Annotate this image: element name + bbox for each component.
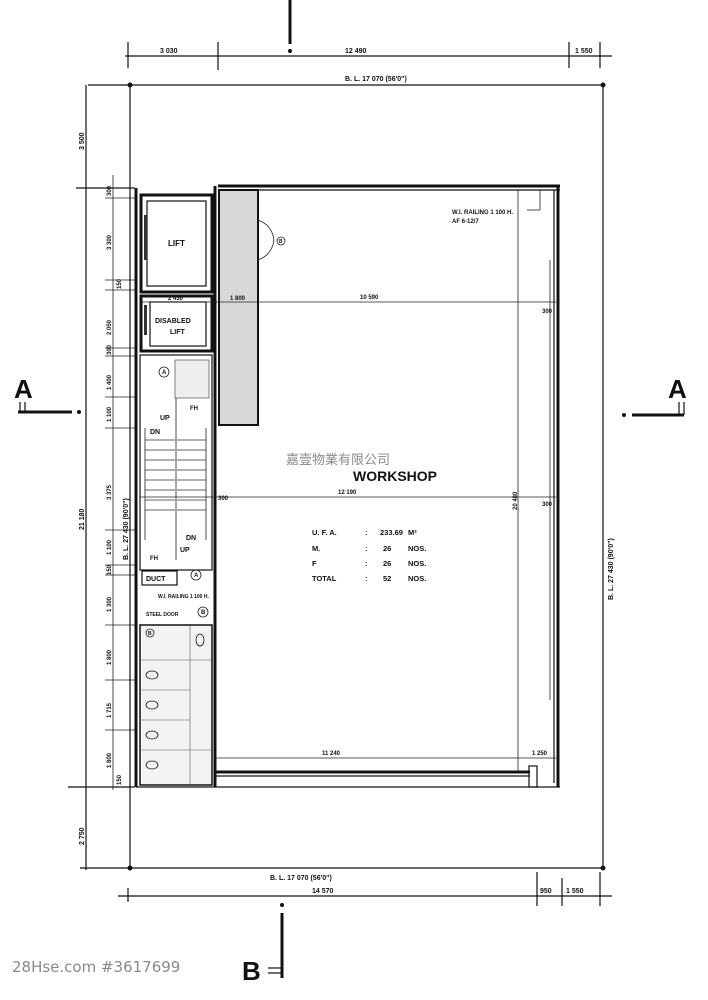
disabled-lift-shaft: DISABLED LIFT bbox=[139, 294, 214, 353]
area-row-label: M. bbox=[312, 544, 320, 553]
area-row-sep: : bbox=[365, 544, 368, 553]
section-marker-left: A bbox=[14, 374, 81, 414]
door-tag: A bbox=[162, 370, 167, 376]
core-dim: 1 100 bbox=[107, 406, 113, 422]
core-dim: 1 800 bbox=[107, 752, 113, 768]
fire-hose-label: FH bbox=[150, 556, 158, 562]
core-dim: 1 400 bbox=[107, 374, 113, 390]
lift-label: LIFT bbox=[168, 239, 185, 248]
boundary-left-label: B. L. 27 430 (90'0") bbox=[123, 498, 130, 560]
boundary-bottom-label: B. L. 17 070 (56'0") bbox=[270, 875, 332, 882]
dim-lobby: 1 800 bbox=[230, 296, 246, 302]
area-row-value: 26 bbox=[383, 559, 391, 568]
dim-bottom-3: 1 550 bbox=[566, 888, 584, 895]
section-label-bottom: B bbox=[242, 956, 261, 986]
railing-note: W.I. RAILING 1 100 H. bbox=[158, 594, 209, 600]
lift-shaft: LIFT bbox=[139, 193, 214, 294]
core-dim: 3 375 bbox=[107, 484, 113, 500]
core-dim: 1 100 bbox=[107, 539, 113, 555]
dim-height: 20 480 bbox=[513, 491, 519, 510]
core-dim: 3 300 bbox=[107, 234, 113, 250]
railing-note-ref: AF 6-12/7 bbox=[452, 219, 479, 225]
dim-top-3: 1 550 bbox=[575, 48, 593, 55]
dim-top-width: 10 590 bbox=[360, 295, 379, 301]
area-row-sep: : bbox=[365, 574, 368, 583]
left-core-dimension-chain: 300 3 300 150 2 050 300 1 400 1 100 3 37… bbox=[105, 175, 135, 790]
core-dim: 150 bbox=[117, 774, 123, 785]
section-dot bbox=[288, 49, 292, 53]
stair-up-label: UP bbox=[180, 547, 190, 554]
door-tag: B bbox=[201, 610, 206, 616]
dim-300: 300 bbox=[542, 502, 553, 508]
dim-top-2: 12 490 bbox=[345, 48, 367, 55]
door-tag: B bbox=[148, 631, 152, 637]
core-dim: 1 715 bbox=[107, 702, 113, 718]
area-row-value: 233.69 bbox=[380, 528, 403, 537]
boundary-right-label: B. L. 27 430 (90'0") bbox=[608, 538, 615, 600]
dim-mid-width: 12 190 bbox=[338, 490, 357, 496]
section-label-right: A bbox=[668, 374, 687, 404]
core-dim: 300 bbox=[107, 344, 113, 355]
area-row-sep: : bbox=[365, 559, 368, 568]
dim-300: 300 bbox=[542, 309, 553, 315]
bottom-dimension-chain: 14 570 950 1 550 bbox=[118, 872, 612, 906]
section-label-left: A bbox=[14, 374, 33, 404]
dim-left-2: 21 180 bbox=[79, 508, 86, 530]
area-row-unit: NOS. bbox=[408, 559, 426, 568]
duct: DUCT A B W.I. RAILING 1 100 H. STEEL DOO… bbox=[141, 569, 209, 618]
core-dim: 1 800 bbox=[107, 649, 113, 665]
dim-bottom-1: 14 570 bbox=[312, 888, 334, 895]
area-row-sep: : bbox=[365, 528, 368, 537]
lift-lobby: B bbox=[218, 189, 286, 426]
area-row-value: 26 bbox=[383, 544, 391, 553]
core-dim: 150 bbox=[107, 564, 113, 575]
railing-note-top: W.I. RAILING 1 100 H. bbox=[452, 210, 513, 216]
interior-dimensions: 10 590 12 190 11 240 1 250 20 480 300 30… bbox=[140, 295, 556, 759]
fire-hose-label: FH bbox=[190, 406, 198, 412]
toilets: B bbox=[139, 624, 213, 786]
stair-up-label: UP bbox=[160, 415, 170, 422]
dim-bottom-2: 950 bbox=[540, 888, 552, 895]
watermark-company: 嘉壹物業有限公司 bbox=[286, 453, 391, 468]
core-dim: 1 300 bbox=[107, 596, 113, 612]
area-table: U. F. A. : 233.69 M² M. : 26 NOS. F : 26… bbox=[312, 528, 426, 583]
dim-bottom-right: 1 250 bbox=[532, 751, 548, 757]
dim-bottom-width: 11 240 bbox=[322, 751, 341, 757]
top-dimension-chain: 3 030 12 490 1 550 bbox=[125, 42, 612, 70]
core-dim: 2 050 bbox=[107, 319, 113, 335]
area-row-unit: NOS. bbox=[408, 544, 426, 553]
area-row-unit: M² bbox=[408, 528, 417, 537]
area-row-value: 52 bbox=[383, 574, 391, 583]
door-tag: B bbox=[279, 239, 283, 245]
staircase: A UP DN UP DN FH FH bbox=[139, 354, 213, 571]
disabled-lift-label: DISABLED bbox=[155, 318, 191, 325]
area-row-label: F bbox=[312, 559, 317, 568]
stair-dn-label: DN bbox=[150, 429, 160, 436]
dim-left-3: 2 750 bbox=[79, 827, 86, 845]
dim-top-1: 3 030 bbox=[160, 48, 178, 55]
left-outer-dimension-chain: 3 500 21 180 2 750 bbox=[68, 85, 135, 870]
boundary-top-label: B. L. 17 070 (56'0") bbox=[345, 76, 407, 83]
door-tag: A bbox=[194, 573, 199, 579]
building-walls bbox=[134, 184, 560, 788]
core-dim: 150 bbox=[117, 278, 123, 289]
duct-label: DUCT bbox=[146, 576, 166, 583]
area-row-label: U. F. A. bbox=[312, 528, 337, 537]
area-row-label: TOTAL bbox=[312, 574, 337, 583]
core-dim: 300 bbox=[107, 185, 113, 196]
area-row-unit: NOS. bbox=[408, 574, 426, 583]
workshop-label: WORKSHOP bbox=[353, 468, 437, 484]
dim-lift-width: 2 430 bbox=[168, 296, 184, 302]
section-marker-right: A bbox=[622, 374, 687, 417]
watermark-site: 28Hse.com #3617699 bbox=[12, 958, 181, 976]
disabled-lift-label-2: LIFT bbox=[170, 329, 185, 336]
dim-left-1: 3 500 bbox=[79, 132, 86, 150]
steel-door-note: STEEL DOOR bbox=[146, 612, 179, 618]
stair-dn-label: DN bbox=[186, 535, 196, 542]
dim-300: 300 bbox=[218, 496, 229, 502]
site-boundary: B. L. 17 070 (56'0") B. L. 17 070 (56'0"… bbox=[80, 76, 615, 882]
section-marker-bottom: B bbox=[242, 903, 284, 986]
